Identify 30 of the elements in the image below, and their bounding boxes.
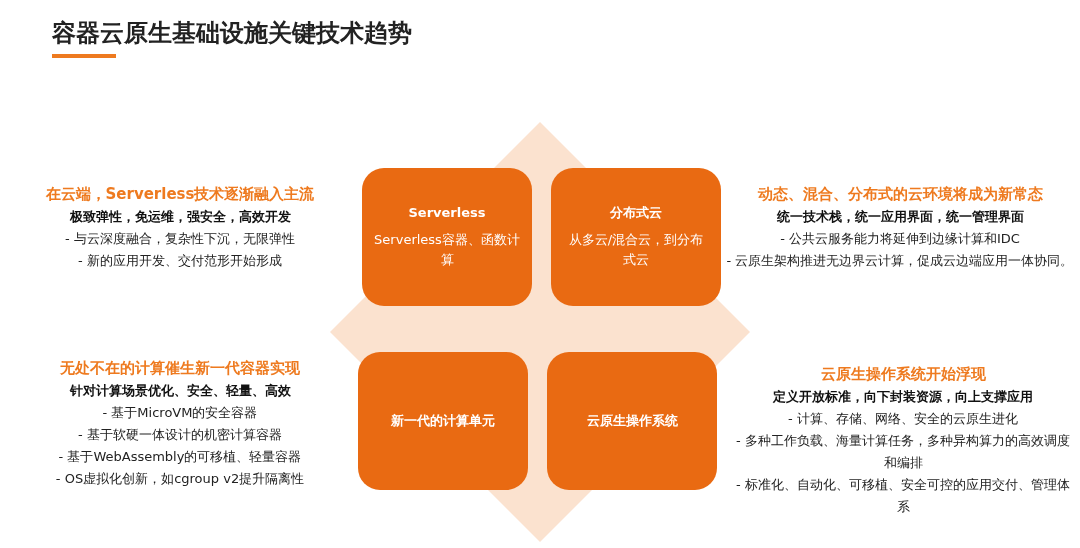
rounded-box — [551, 168, 721, 306]
section-heading: 在云端，Serverless技术逐渐融入主流 — [45, 184, 315, 205]
bullet-item: - 与云深度融合，复杂性下沉，无限弹性 — [64, 230, 296, 248]
rounded-box — [547, 352, 717, 490]
bullet-item: - 多种工作负载、海量计算任务，多种异构算力的高效调度和编排 — [735, 432, 1071, 472]
box-title: 分布式云 — [610, 204, 662, 222]
section-heading: 无处不在的计算催生新一代容器实现 — [60, 358, 300, 379]
bullet-item: - 基于MicroVM的安全容器 — [101, 404, 259, 422]
rounded-box — [358, 352, 528, 490]
box-title: Serverless — [408, 204, 486, 222]
bullet-item: - 新的应用开发、交付范形开始形成 — [77, 252, 283, 270]
section-subheading: 定义开放标准，向下封装资源，向上支撑应用 — [773, 388, 1033, 406]
page-title: 容器云原生基础设施关键技术趋势 — [52, 18, 412, 49]
section-heading: 动态、混合、分布式的云环境将成为新常态 — [757, 184, 1043, 205]
bullet-item: - 基于软硬一体设计的机密计算容器 — [77, 426, 283, 444]
box-text: 从多云/混合云，到分布式云 — [567, 231, 705, 269]
box-text: Serverless容器、函数计算 — [374, 231, 520, 269]
section-subheading: 统一技术栈，统一应用界面，统一管理界面 — [776, 208, 1024, 226]
section-heading: 云原生操作系统开始浮现 — [820, 364, 986, 385]
box-title: 新一代的计算单元 — [391, 412, 495, 430]
bullet-item: - OS虚拟化创新，如cgroup v2提升隔离性 — [54, 470, 306, 488]
box-title: 云原生操作系统 — [586, 412, 678, 430]
bullet-item: - 基于WebAssembly的可移植、轻量容器 — [57, 448, 303, 466]
section-subheading: 针对计算场景优化、安全、轻量、高效 — [69, 382, 291, 400]
rounded-box — [362, 168, 532, 306]
section-subheading: 极致弹性，免运维，强安全，高效开发 — [69, 208, 291, 226]
bullet-item: - 云原生架构推进无边界云计算，促成云边端应用一体协同。 — [725, 252, 1075, 270]
bullet-item: - 标准化、自动化、可移植、安全可控的应用交付、管理体系 — [735, 476, 1071, 516]
bullet-item: - 公共云服务能力将延伸到边缘计算和IDC — [779, 230, 1021, 248]
bullet-item: - 计算、存储、网络、安全的云原生进化 — [787, 410, 1019, 428]
